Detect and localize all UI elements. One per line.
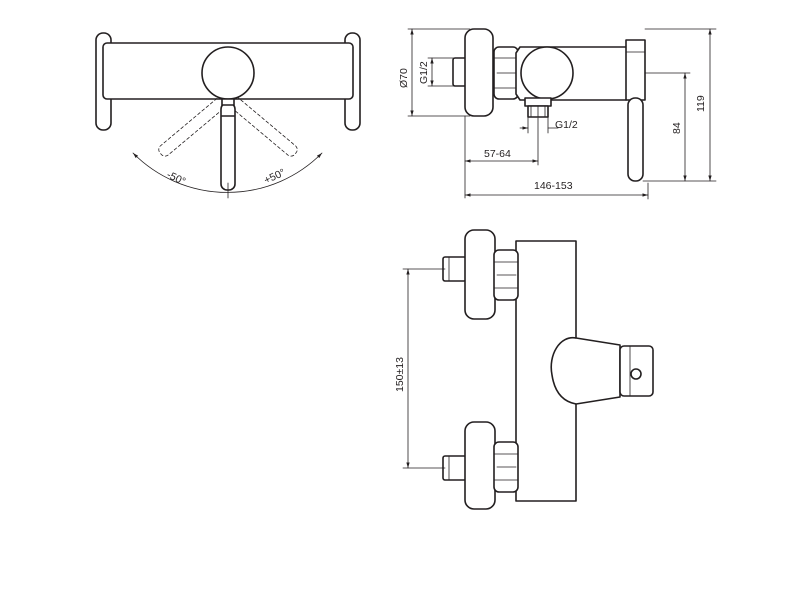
- front-upper-rosette: [464, 229, 496, 320]
- side-lever-handle: [627, 97, 644, 182]
- center-distance-label: 150±13: [394, 357, 406, 392]
- total-length-label: 146-153: [534, 180, 573, 192]
- side-lever-head: [625, 39, 646, 101]
- front-view: 150±13: [394, 229, 654, 510]
- inlet-thread-label: G1/2: [418, 61, 430, 84]
- side-rosette: [464, 28, 494, 117]
- top-view: -50° +50°: [95, 32, 361, 199]
- side-outlet: [524, 97, 552, 107]
- projection-label: 57-64: [484, 148, 511, 160]
- lever-cap-circle: [201, 46, 255, 100]
- diameter-label: Ø70: [398, 68, 410, 88]
- front-handle-housing: [550, 337, 577, 405]
- front-lower-rosette: [464, 421, 496, 510]
- handle-height-label: 84: [671, 122, 683, 134]
- outlet-thread-label: G1/2: [555, 119, 578, 131]
- height-overall-label: 119: [695, 95, 707, 112]
- lever-neck: [221, 98, 235, 106]
- side-cap-circle: [520, 46, 574, 100]
- front-lever-indicator: [630, 368, 642, 380]
- rotation-arc: [132, 152, 323, 193]
- side-view: Ø70 G1/2 G1/2 57-64 146-153 119 84: [398, 28, 717, 200]
